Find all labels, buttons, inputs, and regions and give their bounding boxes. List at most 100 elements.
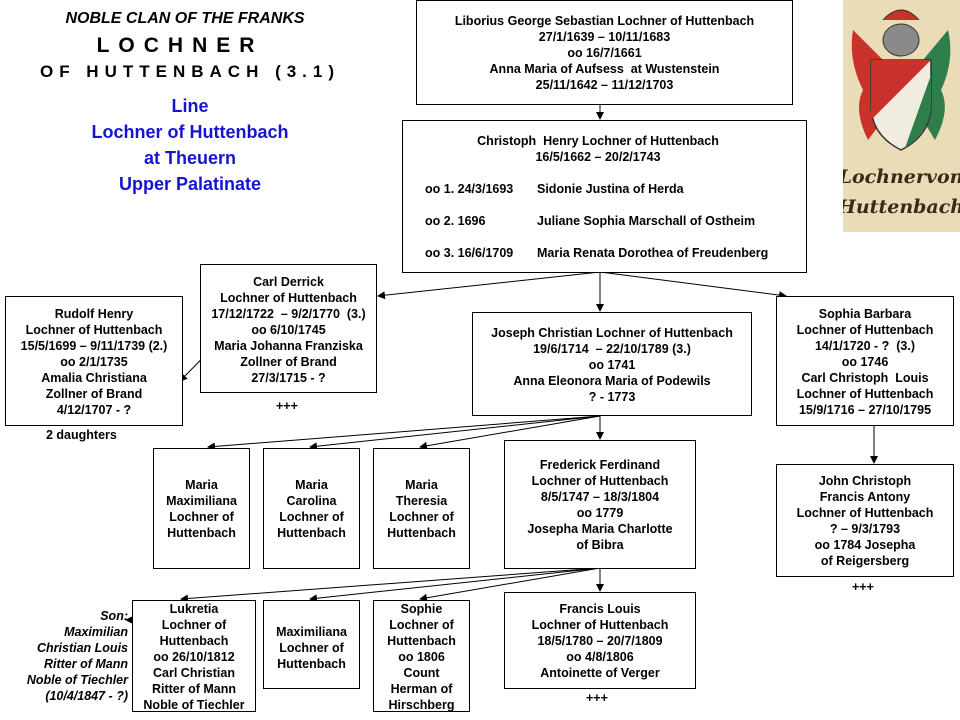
person-line: Lochner of Huttenbach <box>796 506 934 520</box>
connector-line <box>180 567 601 603</box>
person-line: Carl Derrick <box>253 275 324 289</box>
person-line: Rudolf Henry <box>54 307 134 321</box>
person-line: Maximiliana <box>276 625 347 639</box>
subtitle-line: Upper Palatinate <box>118 174 262 194</box>
person-line: oo 1784 Josepha <box>814 538 916 552</box>
person-line: Noble of Tiechler <box>143 698 245 712</box>
person-box-christoph: Christoph Henry Lochner of Huttenbach 16… <box>402 120 807 273</box>
person-line: 15/5/1699 – 9/11/1739 (2.) <box>20 339 168 353</box>
marriage-spouse: Sidonie Justina of Herda <box>537 182 684 196</box>
person-line: Lochner of <box>279 510 344 524</box>
person-line: Maximiliana <box>166 494 237 508</box>
person-line: Huttenbach <box>277 657 346 671</box>
person-line: John Christoph <box>818 474 912 488</box>
marriage-date: oo 3. 16/6/1709 <box>425 246 514 260</box>
person-line: of Bibra <box>576 538 624 552</box>
person-line: oo 1806 <box>398 650 445 664</box>
person-line: Lochner of <box>161 618 227 632</box>
person-line: Maria <box>405 478 438 492</box>
person-box-maximiliana: Maximiliana Lochner of Huttenbach <box>263 600 360 689</box>
person-line: Huttenbach <box>387 526 456 540</box>
person-line: Sophie <box>400 602 443 616</box>
son-note-line: (10/4/1847 - ?) <box>45 689 128 703</box>
person-line: 19/6/1714 – 22/10/1789 (3.) <box>533 342 691 356</box>
person-box-lukretia: Lukretia Lochner of Huttenbach oo 26/10/… <box>132 600 256 712</box>
person-line: Huttenbach <box>159 634 229 648</box>
person-line: Lochner of <box>279 641 344 655</box>
person-line: Zollner of Brand <box>45 387 143 401</box>
subtitle-line: Lochner of Huttenbach <box>91 122 289 142</box>
person-line: Lochner of Huttenbach <box>25 323 163 337</box>
son-note-line: Ritter of Mann <box>43 657 128 671</box>
son-note-line: Christian Louis <box>37 641 128 655</box>
person-line: Joseph Christian Lochner of Huttenbach <box>491 326 733 340</box>
descendants-marker: +++ <box>852 580 874 594</box>
person-line: oo 1779 <box>576 506 624 520</box>
person-line: Frederick Ferdinand <box>539 458 661 472</box>
person-box-sophia: Sophia Barbara Lochner of Huttenbach 14/… <box>776 296 954 426</box>
connector-line <box>419 567 601 602</box>
person-line: Lochner of Huttenbach <box>796 387 934 401</box>
person-box-sophie: Sophie Lochner of Huttenbach oo 1806 Cou… <box>373 600 470 712</box>
person-line: Maria Johanna Franziska <box>214 339 363 353</box>
marriage-spouse: Maria Renata Dorothea of Freudenberg <box>537 246 769 260</box>
connector-line <box>599 271 787 300</box>
person-line: 8/5/1747 – 18/3/1804 <box>540 490 660 504</box>
line-subtitle: Line Lochner of Huttenbach at Theuern Up… <box>40 93 340 197</box>
person-box-liborius: Liborius George Sebastian Lochner of Hut… <box>416 0 793 105</box>
subtitle-line: at Theuern <box>143 148 236 168</box>
person-line: oo 16/7/1661 <box>567 46 642 60</box>
person-line: Lochner of Huttenbach <box>796 323 934 337</box>
person-line: Lochner of <box>169 510 234 524</box>
person-line: oo 1741 <box>588 358 636 372</box>
person-line: Lochner of <box>389 510 454 524</box>
person-line: Carl Christoph Louis <box>801 371 929 385</box>
person-line: 14/1/1720 - ? (3.) <box>814 339 916 353</box>
person-line: Ritter of Mann <box>151 682 237 696</box>
person-line: 17/12/1722 – 9/2/1770 (3.) <box>211 307 366 321</box>
connector-line <box>309 567 601 603</box>
coat-text-line: Huttenbach <box>843 196 960 218</box>
son-note-line: Maximilian <box>64 625 128 639</box>
marriage-date: oo 2. 1696 <box>425 214 486 228</box>
person-box-maria-maximiliana: Maria Maximiliana Lochner of Huttenbach <box>153 448 250 569</box>
person-line: Antoinette of Verger <box>540 666 660 680</box>
person-line: Anna Eleonora Maria of Podewils <box>513 374 711 388</box>
person-name: Christoph Henry Lochner of Huttenbach <box>477 134 719 148</box>
person-line: Huttenbach <box>277 526 346 540</box>
person-line: Francis Antony <box>819 490 911 504</box>
person-line: Francis Louis <box>559 602 641 616</box>
person-line: ? – 9/3/1793 <box>829 522 901 536</box>
person-line: Zollner of Brand <box>240 355 337 369</box>
coat-text-line: Lochnervon <box>843 166 960 188</box>
person-line: 18/5/1780 – 20/7/1809 <box>537 634 663 648</box>
person-line: oo 4/8/1806 <box>566 650 634 664</box>
person-line: Carolina <box>286 494 337 508</box>
connector-line <box>419 415 601 450</box>
two-daughters-note: 2 daughters <box>46 428 117 442</box>
person-line: oo 2/1/1735 <box>60 355 128 369</box>
person-line: Carl Christian <box>153 666 235 680</box>
person-line: of Reigersberg <box>820 554 910 568</box>
person-line: 27/3/1715 - ? <box>251 371 326 385</box>
person-box-carl: Carl Derrick Lochner of Huttenbach 17/12… <box>200 264 377 393</box>
person-line: Lukretia <box>169 602 219 616</box>
clan-title: NOBLE CLAN OF THE FRANKS <box>65 10 305 27</box>
person-line: Herman of <box>390 682 453 696</box>
person-box-maria-carolina: Maria Carolina Lochner of Huttenbach <box>263 448 360 569</box>
person-line: Huttenbach <box>167 526 236 540</box>
person-box-francis: Francis Louis Lochner of Huttenbach 18/5… <box>504 592 696 689</box>
marriage-date: oo 1. 24/3/1693 <box>425 182 514 196</box>
family-branch: OF HUTTENBACH (3.1) <box>39 62 341 81</box>
connector-line <box>309 415 601 451</box>
descendants-marker: +++ <box>586 691 608 705</box>
person-dates: 16/5/1662 – 20/2/1743 <box>535 150 661 164</box>
person-line: Theresia <box>395 494 448 508</box>
person-line: Lochner of Huttenbach <box>220 291 357 305</box>
person-line: Maria <box>185 478 218 492</box>
person-line: Liborius George Sebastian Lochner of Hut… <box>454 14 755 28</box>
person-line: 4/12/1707 - ? <box>56 403 132 417</box>
marriage-spouse: Juliane Sophia Marschall of Ostheim <box>537 214 756 228</box>
person-line: Amalia Christiana <box>41 371 147 385</box>
